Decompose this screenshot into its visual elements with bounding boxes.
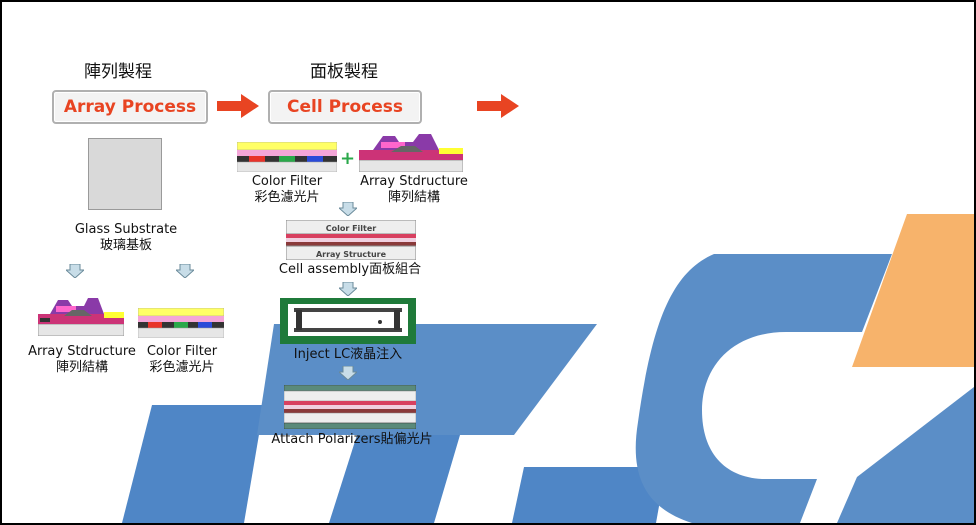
attach-polarizers-image [284,385,416,429]
cell-process-heading: 面板製程 [310,62,378,82]
inject-lc-label: Inject LC液晶注入 [293,347,403,362]
attach-polarizers-label: Attach Polarizers貼偏光片 [271,432,433,447]
right-array-structure-label: Array Stdructure 陣列結構 [352,174,476,206]
right-color-filter-label: Color Filter 彩色濾光片 [239,174,335,206]
right-arrow-icon [477,94,519,118]
logo-c-shape [635,254,892,523]
left-array-structure-label-zh: 陣列結構 [55,360,108,375]
array-structure-image [38,298,124,336]
left-array-structure-label: Array Stdructure 陣列結構 [22,344,142,376]
down-arrow-icon [176,264,194,278]
color-filter-image [237,142,337,172]
cell-assembly-image: Color Filter Array Structure [286,220,416,260]
logo-lower-block [512,467,666,523]
cell-assembly-label: Cell assembly面板組合 [278,262,422,277]
color-filter-image [138,308,224,338]
glass-substrate-label: Glass Substrate 玻璃基板 [62,222,190,254]
glass-substrate-label-zh: 玻璃基板 [99,238,152,253]
left-array-structure-label-en: Array Stdructure [28,344,136,359]
right-array-structure-label-en: Array Stdructure [360,174,468,189]
glass-substrate-label-en: Glass Substrate [74,222,178,237]
mini-array-structure-text: Array Structure [316,250,387,259]
array-process-heading: 陣列製程 [84,62,152,82]
right-color-filter-label-zh: 彩色濾光片 [254,190,320,205]
glass-substrate-image [88,138,162,210]
down-arrow-icon [339,202,357,216]
right-arrow-icon [217,94,259,118]
left-color-filter-label: Color Filter 彩色濾光片 [124,344,240,376]
mini-color-filter-text: Color Filter [326,224,377,233]
right-array-structure-label-zh: 陣列結構 [387,190,440,205]
logo-left-slant [122,405,264,523]
inject-lc-image [280,298,416,344]
down-arrow-icon [339,282,357,296]
cell-process-box: Cell Process [268,90,422,124]
array-process-box: Array Process [52,90,208,124]
logo-right-wedge [837,387,974,523]
right-color-filter-label-en: Color Filter [251,174,323,189]
down-arrow-icon [66,264,84,278]
logo-orange-block [852,214,974,367]
logo-t-stem [329,435,460,523]
left-color-filter-label-en: Color Filter [146,344,218,359]
down-arrow-icon [339,366,357,380]
left-color-filter-label-zh: 彩色濾光片 [149,360,215,375]
plus-sign: + [340,148,356,169]
array-structure-image [359,134,463,172]
